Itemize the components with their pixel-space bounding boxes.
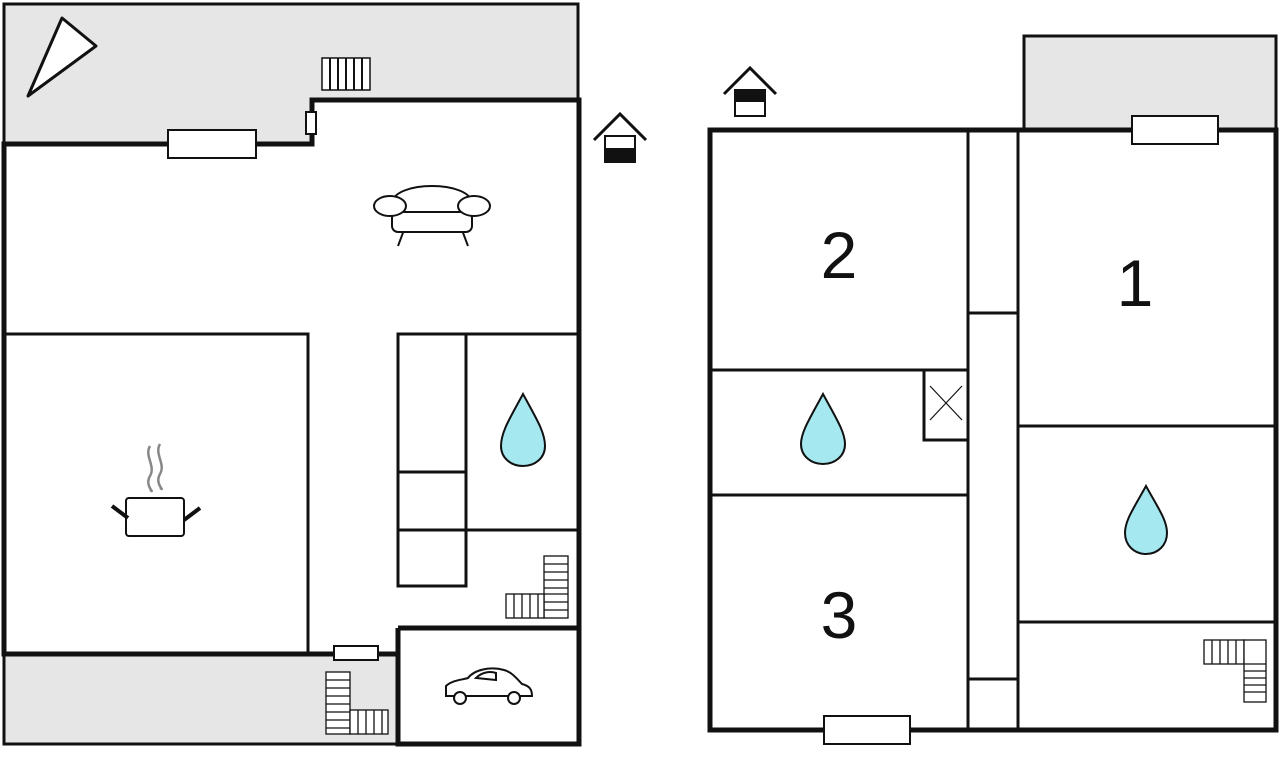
door [305, 111, 317, 135]
compass-north-icon [26, 16, 98, 98]
kitchen-pot-icon [110, 443, 202, 537]
sofa-icon [373, 185, 491, 247]
window [1131, 115, 1219, 145]
stairs-icon [1203, 639, 1267, 703]
room-number: 1 [1117, 246, 1154, 320]
stairs-icon [505, 555, 569, 619]
room-number: 3 [821, 578, 858, 652]
kitchen-wall [4, 332, 310, 654]
stairs-icon [321, 57, 371, 91]
window [823, 715, 911, 745]
water-drop-icon [1123, 483, 1169, 556]
car-icon [445, 667, 534, 705]
stairs-icon [325, 671, 389, 735]
upper-floor: 2 1 3 [707, 34, 1279, 745]
house-entrance-icon [592, 111, 648, 163]
window [167, 129, 257, 159]
house-entrance-icon [722, 65, 778, 117]
shaft [922, 368, 970, 442]
corridor [966, 311, 1020, 681]
upper-floor-outer-wall [707, 127, 1279, 733]
wardrobe [396, 332, 468, 588]
window [333, 645, 379, 661]
water-drop-icon [499, 391, 547, 468]
terrace-top [2, 2, 580, 146]
room-number: 2 [821, 218, 858, 292]
ground-floor [1, 2, 648, 747]
balcony [1022, 34, 1278, 132]
ground-floor-outer-wall [1, 97, 582, 747]
water-drop-icon [799, 391, 847, 466]
